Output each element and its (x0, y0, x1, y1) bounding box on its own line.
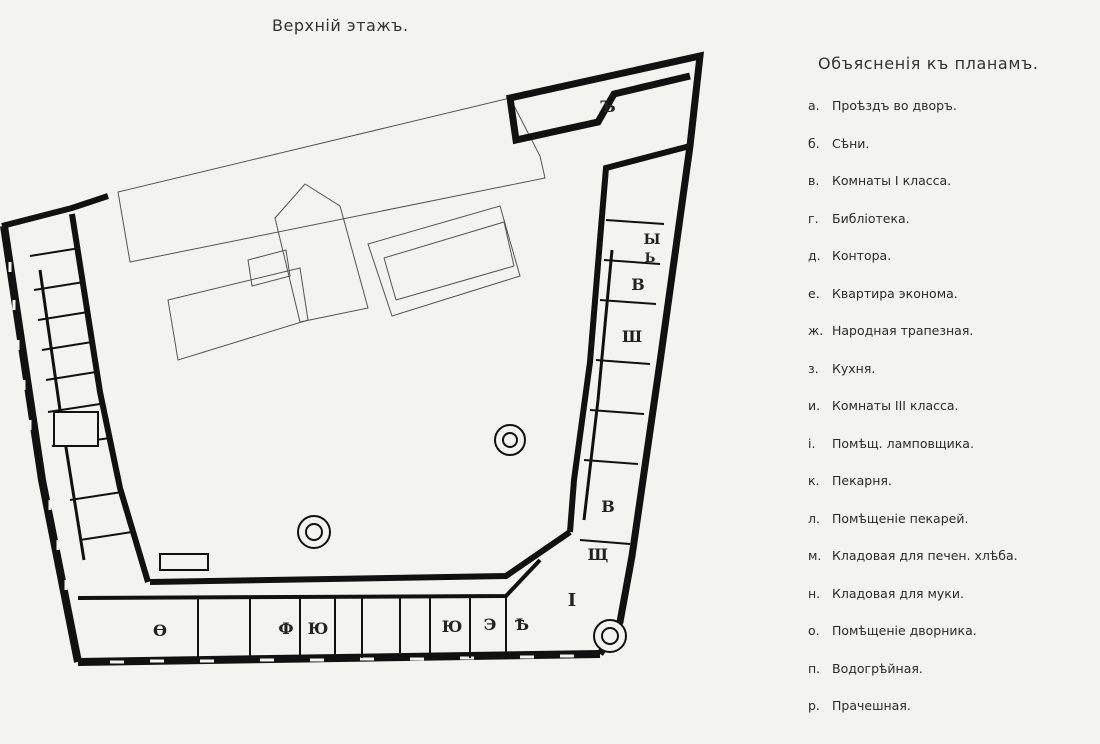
legend-item: р. Прачешная. (808, 698, 911, 718)
legend-text: Помѣщеніе дворника. (832, 623, 977, 638)
legend-letter: а. (808, 98, 820, 113)
legend-text: Комнаты I класса. (832, 173, 952, 188)
legend-item: д. Контора. (808, 248, 891, 268)
room-label: Щ (588, 545, 609, 564)
legend-text: Прачешная. (832, 698, 911, 713)
room-label: Э (484, 615, 497, 634)
room-label: Ю (442, 617, 463, 636)
legend-letter: г. (808, 210, 819, 226)
room-label: Ф (278, 619, 293, 638)
legend-text: Проѣздъ во дворъ. (832, 98, 957, 113)
room-label: Ѳ (153, 621, 167, 640)
room-label: Ю (308, 619, 329, 638)
legend-letter: л. (808, 510, 820, 526)
room-label: Ѣ (515, 615, 529, 634)
outer-walls (0, 51, 705, 666)
legend-letter: н. (808, 585, 821, 601)
legend-letter: к. (808, 473, 820, 488)
legend-item: і. Помѣщ. ламповщика. (808, 436, 974, 456)
legend-text: Кладовая для печен. хлѣба. (832, 548, 1018, 563)
legend-item: п. Водогрѣйная. (808, 661, 923, 681)
window-marks (8, 180, 678, 664)
plan-title: Верхній этажъ. (272, 16, 409, 35)
legend-text: Пекарня. (832, 473, 892, 488)
legend-letter: ж. (808, 323, 824, 338)
legend-item: а. Проѣздъ во дворъ. (808, 98, 957, 118)
legend-letter: и. (808, 398, 821, 413)
legend-letter: м. (808, 548, 822, 563)
room-label: В (601, 497, 615, 516)
legend-item: б. Сѣни. (808, 136, 869, 156)
legend-text: Помѣщеніе пекарей. (832, 510, 969, 526)
legend-item: в. Комнаты I класса. (808, 173, 951, 193)
legend-letter: е. (808, 285, 820, 301)
stair-towers (53, 411, 627, 653)
legend-text: Библіотека. (832, 210, 910, 226)
legend-letter: о. (808, 623, 820, 638)
legend-letter: р. (808, 698, 820, 713)
legend-letter: і. (808, 435, 816, 451)
legend-text: Помѣщ. ламповщика. (832, 435, 974, 451)
room-label: Ш (622, 327, 642, 346)
legend-text: Народная трапезная. (832, 323, 974, 338)
partitions (29, 219, 665, 658)
room-label: Ы (644, 232, 661, 248)
legend-letter: д. (808, 248, 821, 263)
legend-letter: в. (808, 173, 820, 188)
room-label: Ъ (600, 97, 615, 116)
room-labels: Ъ Ы Ь В Ш В Щ I Ѳ Ф Ю Ю Э Ѣ (153, 97, 661, 640)
legend-text: Контора. (832, 248, 892, 263)
floor-plan: Ъ Ы Ь В Ш В Щ I Ѳ Ф Ю Ю Э Ѣ (0, 51, 705, 666)
room-label: Ь (645, 251, 656, 266)
legend-text: Водогрѣйная. (832, 660, 923, 676)
legend-item: л. Помѣщеніе пекарей. (808, 511, 968, 531)
legend-item: н. Кладовая для муки. (808, 586, 964, 606)
legend-text: Кухня. (832, 360, 876, 376)
legend-item: к. Пекарня. (808, 473, 892, 493)
legend-letter: б. (808, 135, 820, 151)
room-label: В (631, 275, 645, 294)
legend-title: Объясненія къ планамъ. (818, 54, 1039, 73)
legend-text: Комнаты III класса. (832, 398, 959, 413)
courtyard-buildings (117, 97, 546, 361)
legend-item: ж. Народная трапезная. (808, 323, 973, 343)
legend-item: м. Кладовая для печен. хлѣба. (808, 548, 1018, 568)
legend-letter: п. (808, 660, 821, 676)
room-label: I (568, 590, 576, 611)
legend-item: о. Помѣщеніе дворника. (808, 623, 977, 643)
legend-letter: з. (808, 360, 819, 376)
legend-item: з. Кухня. (808, 361, 875, 381)
legend-item: г. Библіотека. (808, 211, 910, 231)
legend-item: е. Квартира эконома. (808, 286, 958, 306)
legend-text: Сѣни. (832, 135, 870, 151)
legend-text: Квартира эконома. (832, 285, 958, 301)
legend-text: Кладовая для муки. (832, 585, 964, 601)
legend-item: и. Комнаты III класса. (808, 398, 959, 418)
